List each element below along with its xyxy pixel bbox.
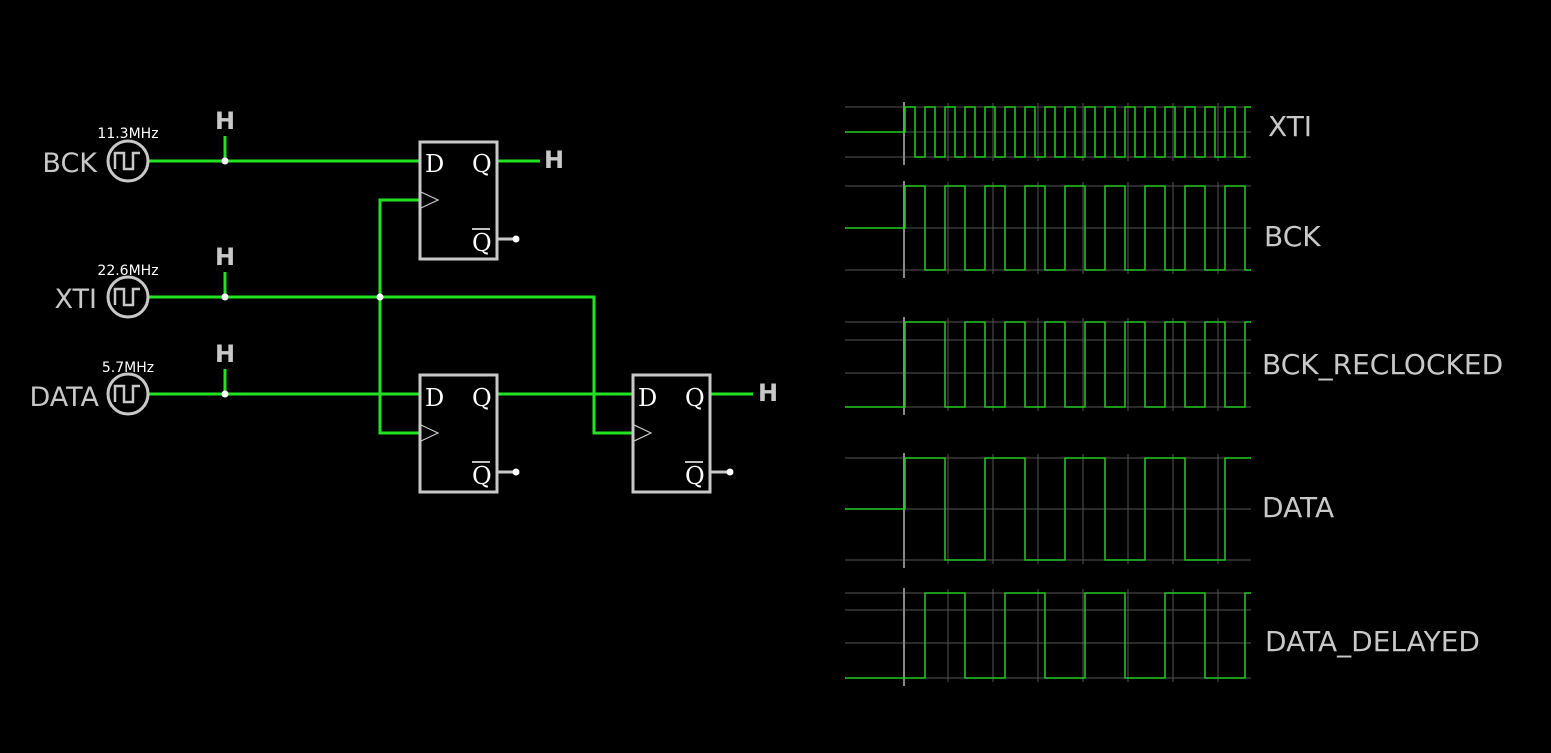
source-xti[interactable]: XTI 22.6MHz H <box>55 243 236 319</box>
junction-dot <box>221 390 229 398</box>
pin-d: D <box>425 384 444 412</box>
junction-dot <box>376 293 384 301</box>
output-dot <box>726 468 734 476</box>
junction-dot <box>221 157 229 165</box>
source-frequency: 11.3MHz <box>97 126 158 142</box>
wire-xti[interactable] <box>148 295 634 435</box>
probe-label: H <box>215 107 235 135</box>
trace-label: XTI <box>1268 110 1312 143</box>
source-frequency: 22.6MHz <box>97 263 158 279</box>
timing-diagram[interactable]: XTI BCK BCK_RECLOCKED DATA DATA_DELAYED <box>845 102 1503 686</box>
wires <box>148 136 753 476</box>
output-dot <box>512 235 520 243</box>
output-dot <box>512 468 520 476</box>
clock-source-icon <box>106 275 150 319</box>
waveform <box>845 457 1251 561</box>
pin-q: Q <box>472 150 492 178</box>
flipflop-1[interactable]: D Q Q H <box>418 140 564 261</box>
pin-d: D <box>638 384 657 412</box>
flipflop-body <box>631 373 712 494</box>
source-label: DATA <box>29 382 99 413</box>
clock-source-icon <box>106 372 150 416</box>
source-label: XTI <box>55 284 97 315</box>
source-bck[interactable]: BCK 11.3MHz H <box>42 107 235 183</box>
clock-source-icon <box>106 139 150 183</box>
trace-label: BCK_RECLOCKED <box>1262 348 1503 381</box>
timing-row-xti[interactable]: XTI <box>845 102 1312 165</box>
output-probe: H <box>544 146 564 174</box>
square-wave-icon <box>113 151 140 171</box>
trace-label: DATA_DELAYED <box>1265 625 1480 658</box>
timing-row-data-delayed[interactable]: DATA_DELAYED <box>845 588 1480 686</box>
pin-d: D <box>425 150 444 178</box>
waveform <box>845 106 1251 158</box>
timing-row-data[interactable]: DATA <box>845 453 1334 568</box>
waveform <box>845 592 1251 679</box>
pin-q: Q <box>472 384 492 412</box>
waveform <box>845 185 1251 271</box>
output-probe: H <box>758 379 778 407</box>
square-wave-icon <box>113 384 140 404</box>
clock-input-icon <box>633 424 653 442</box>
pin-qbar: Q <box>472 462 492 490</box>
flipflop-3[interactable]: D Q Q H <box>631 373 778 494</box>
square-wave-icon <box>113 287 140 307</box>
flipflop-body <box>418 373 499 494</box>
trace-label: BCK <box>1264 220 1321 253</box>
waveform <box>845 321 1251 408</box>
timing-row-bck[interactable]: BCK <box>845 181 1321 278</box>
source-frequency: 5.7MHz <box>102 360 154 376</box>
pin-qbar: Q <box>472 229 492 257</box>
trace-label: DATA <box>1262 491 1334 524</box>
clock-input-icon <box>420 424 440 442</box>
flipflop-2[interactable]: D Q Q <box>418 373 499 494</box>
probe-label: H <box>215 243 235 271</box>
probe-label: H <box>215 340 235 368</box>
flipflop-body <box>418 140 499 261</box>
pin-qbar: Q <box>685 462 705 490</box>
source-data[interactable]: DATA 5.7MHz H <box>29 340 235 416</box>
junction-dot <box>221 293 229 301</box>
timing-row-bck-reclocked[interactable]: BCK_RECLOCKED <box>845 317 1503 415</box>
wire-clock-bus[interactable] <box>378 198 420 435</box>
source-label: BCK <box>42 148 98 179</box>
pin-q: Q <box>685 384 705 412</box>
clock-input-icon <box>420 191 440 209</box>
